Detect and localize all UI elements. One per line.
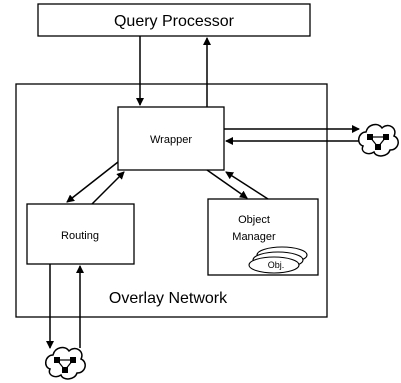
object-manager-box: Object Manager Obj. [207,198,319,276]
object-manager-label-line2: Manager [232,231,276,243]
arrow-wrapper-to-object-manager [206,169,248,199]
object-stack-icon: Obj. [248,246,308,274]
routing-label: Routing [61,230,99,242]
query-processor-box: Query Processor [37,3,311,37]
overlay-network-label: Overlay Network [109,290,228,307]
arrow-routing-to-wrapper [91,171,125,205]
network-cloud-icon-right [358,123,399,157]
object-label: Obj. [268,260,285,270]
query-processor-label: Query Processor [114,13,235,30]
wrapper-label: Wrapper [150,134,192,146]
network-cloud-icon-bottom [45,346,86,380]
object-manager-label-line1: Object [238,214,270,226]
arrow-wrapper-to-routing [66,161,119,203]
routing-box: Routing [26,203,135,265]
wrapper-box: Wrapper [117,106,225,171]
arrow-object-manager-to-wrapper [225,171,269,200]
